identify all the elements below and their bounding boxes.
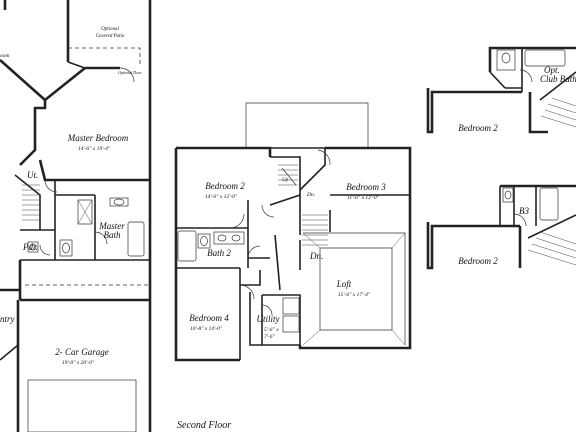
powder-room-label: Pdr.: [22, 242, 38, 252]
master-bedroom-label: Master Bedroom: [67, 133, 129, 143]
optional-door-label: Optional Door: [118, 70, 142, 75]
bedroom-3-dimensions: 11'-6" x 12'-0": [347, 195, 380, 201]
option-b3-bath-plan: B3 Bedroom 2: [426, 184, 576, 270]
utility-dimensions-2: 7'-6": [264, 334, 276, 340]
garage-dimensions: 19'-0" x 20'-0": [62, 360, 95, 366]
covered-patio-label-1: Optional: [101, 27, 119, 32]
room-label-partial: oom: [0, 53, 10, 59]
loft-label: Loft: [336, 279, 352, 289]
utility-partial-label: Ut.: [27, 170, 38, 180]
bath-2-label: Bath 2: [207, 248, 231, 258]
entry-partial-label: ntry: [0, 314, 15, 324]
utility-dimensions-1: 5'-6" x: [264, 327, 279, 333]
second-floor-title: Second Floor: [177, 420, 231, 431]
club-bath-label-2: Club Bath: [540, 74, 576, 84]
option-b-bedroom-2-label: Bedroom 2: [458, 256, 498, 266]
bedroom-4-label: Bedroom 4: [189, 313, 229, 323]
first-floor-plan: oom Optional Covered Patio Optional Door…: [0, 0, 152, 432]
master-bedroom-dimensions: 14'-6" x 19'-4": [78, 145, 111, 152]
stair-down-label: Dn.: [309, 251, 323, 261]
option-club-bath-plan: Opt. Club Bath Bedroom 2: [426, 46, 576, 134]
option-a-bedroom-2-label: Bedroom 2: [458, 123, 498, 133]
second-floor-plan: Bedroom 2 14'-6" x 12'-0" Bedroom 3 11'-…: [174, 102, 412, 431]
utility-label: Utility: [257, 314, 280, 324]
stair-up-label: Up: [282, 178, 289, 183]
garage-label: 2- Car Garage: [55, 347, 109, 357]
bedroom-4-dimensions: 10'-8" x 14'-0": [190, 325, 223, 332]
bedroom-2-label: Bedroom 2: [205, 181, 245, 191]
loft-dimensions: 15'-6" x 17'-4": [338, 291, 371, 298]
club-bath-label-1: Opt.: [544, 65, 560, 75]
b3-bath-label: B3: [519, 206, 529, 216]
covered-patio-label-2: Covered Patio: [96, 34, 125, 39]
bedroom-2-dimensions: 14'-6" x 12'-0": [205, 193, 238, 200]
bedroom-3-label: Bedroom 3: [346, 182, 386, 192]
stair-down-label-2: Dn.: [306, 192, 315, 198]
master-bath-label-2: Bath: [104, 230, 121, 240]
master-bath-label-1: Master: [98, 221, 125, 231]
